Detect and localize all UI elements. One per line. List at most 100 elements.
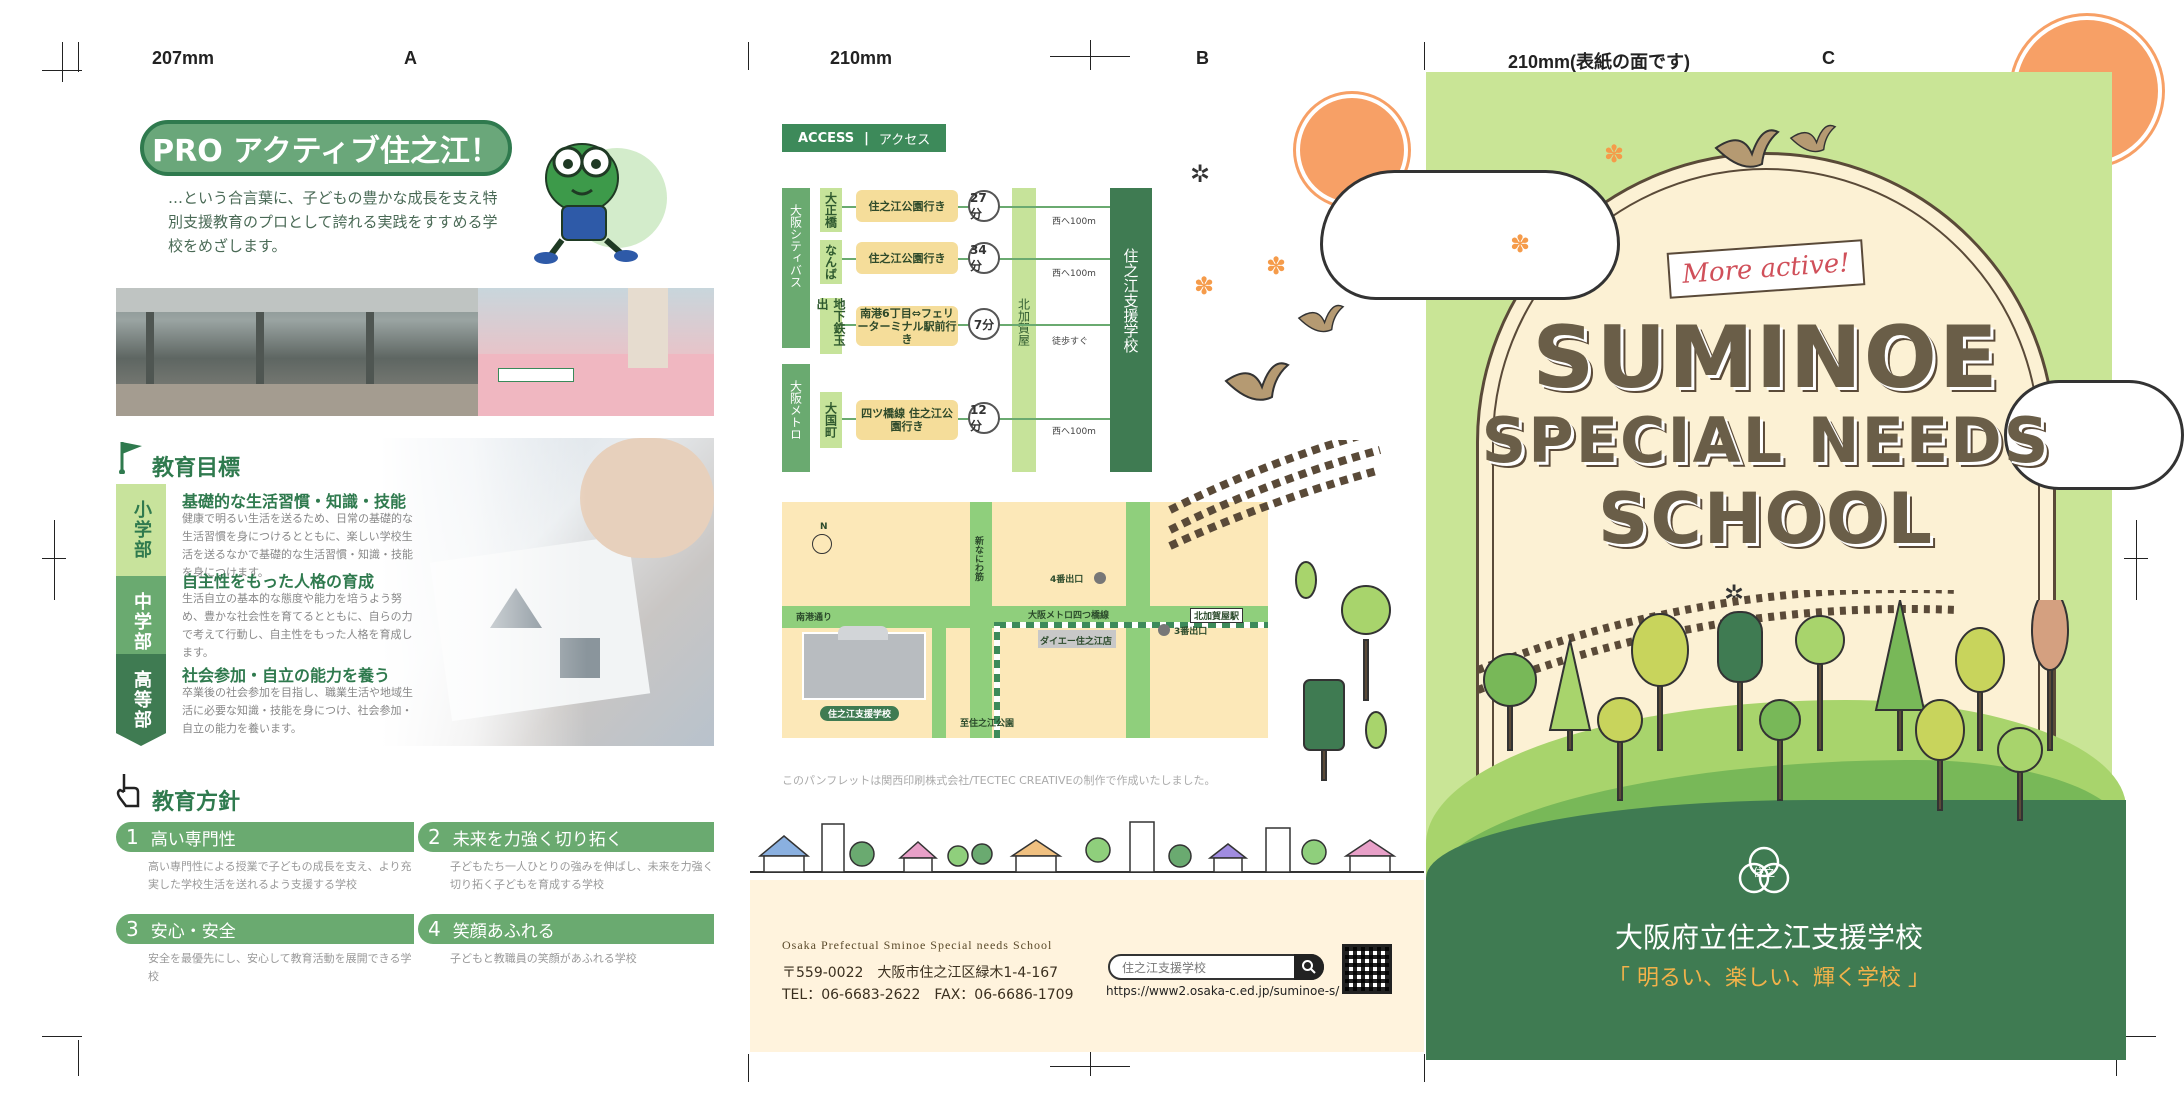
cover-title-suminoe: SUMINOE: [1532, 308, 2000, 408]
map-road-shin-naniwa: 新なにわ筋: [973, 536, 983, 581]
print-credit: このパンフレットは関西印刷株式会社/TECTEC CREATIVEの制作で作成い…: [782, 774, 1216, 787]
cloud-illustration-left: [1320, 170, 1620, 300]
metro-stop-daikokucho: 大国町: [820, 392, 842, 448]
bird-icon: [1224, 362, 1290, 401]
walk-distance-4: 西へ100m: [1052, 427, 1096, 437]
school-english-name: Osaka Prefectual Sminoe Special needs Sc…: [782, 938, 1053, 952]
side-mark: [2136, 520, 2137, 600]
access-tag: ACCESS | アクセス: [782, 124, 946, 152]
policy-text-4: 子どもと教職員の笑顔があふれる学校: [450, 952, 637, 965]
school-photos: [116, 288, 714, 416]
policy-number: 4: [428, 917, 441, 941]
policy-bar-4: 4 笑顔あふれる: [418, 914, 714, 944]
goal-text-1: 健康で明るい生活を送るため、日常の基礎的な生活習慣を身につけるとともに、楽しい学…: [182, 512, 413, 579]
school-emblem: 住之: [1738, 846, 1790, 894]
map-store: ダイエー住之江店: [1040, 637, 1112, 647]
bus-stop-taishobashi: 大正橋: [820, 188, 842, 232]
bird-icon: [1714, 129, 1780, 168]
school-name-jp: 大阪府立住之江支援学校: [1614, 921, 1923, 954]
policy-number: 3: [126, 917, 139, 941]
school-url[interactable]: https://www2.osaka-c.ed.jp/suminoe-s/: [1106, 984, 1340, 998]
policy-bar-1: 1 高い専門性: [116, 822, 414, 852]
panel-a-letter: A: [404, 48, 417, 68]
goal-text-2: 生活自立の基本的な態度や能力を培うよう努め、豊かな社会性を育てるとともに、自らの…: [182, 592, 413, 659]
panel-b-width-label: 210mm: [830, 48, 893, 68]
flower-icon: ✲: [1190, 160, 1211, 188]
hill-dark: [1426, 800, 2126, 1060]
policy-number: 1: [126, 825, 139, 849]
school-gate-photo: [478, 288, 714, 416]
bus-label: 大阪シティバス: [782, 188, 810, 348]
policy-bar-2: 2 未来を力強く切り拓く: [418, 822, 714, 852]
policy-text-1: 高い専門性による授業で子どもの成長を支え、より充実した学校生活を送れるよう支援す…: [148, 860, 412, 891]
panel-c-letter: C: [1822, 48, 1835, 68]
goal-heading-2: 自主性をもった人格の育成: [182, 572, 375, 591]
policy-label: 高い専門性: [150, 829, 236, 850]
bird-icon: [1789, 124, 1837, 153]
map-road-nanko: 南港通り: [796, 613, 833, 623]
policy-label: 未来を力強く切り拓く: [452, 829, 623, 850]
metro-route: 四ツ橋線 住之江公園行き: [856, 400, 958, 440]
fold-mark: [1424, 42, 1425, 70]
bus-stop-tamade: 地下鉄玉出: [815, 298, 846, 354]
level-tab-middle: 中学部: [116, 576, 166, 668]
goal-heading-3: 社会参加・自立の能力を養う: [182, 666, 391, 685]
level-tab-high: 高等部: [116, 654, 166, 746]
metro-label: 大阪メトロ: [782, 364, 810, 472]
policy-bar-3: 3 安心・安全: [116, 914, 414, 944]
crop-mark: [42, 1036, 82, 1037]
townscape-illustration: [750, 821, 1424, 873]
panel-c-width-label: 210mm(表紙の面です): [1508, 52, 1691, 72]
travel-time-1: 27分: [968, 190, 1000, 222]
policy-number: 2: [428, 825, 441, 849]
bus-stop-namba: なんば: [820, 240, 842, 284]
flower-icon: ✲: [1724, 580, 1745, 608]
bus-route-3: 南港6丁目⇔フェリーターミナル駅前行き: [856, 306, 958, 346]
emblem-text: 住之: [1753, 865, 1775, 879]
education-policy-title: 教育方針: [152, 790, 241, 815]
flower-icon: ✽: [1194, 272, 1215, 300]
travel-time-4: 12分: [968, 402, 1000, 434]
policy-label: 笑顔あふれる: [452, 921, 555, 942]
flower-icon: ✽: [1510, 230, 1531, 258]
pro-active-title: PRO アクティブ住之江！: [140, 120, 512, 176]
bus-route-1: 住之江公園行き: [856, 190, 958, 222]
access-map: N 新なにわ筋 南港通り 4番出口 3番出口 大阪メトロ四つ橋線 北加賀屋駅 ダ…: [782, 502, 1268, 738]
qr-code[interactable]: [1342, 944, 1392, 994]
school-building-photo: [116, 288, 478, 416]
school-address: 〒559-0022 大阪市住之江区緑木1-4-167 TEL：06-6683-2…: [782, 962, 1073, 1006]
flower-icon: ✽: [1266, 252, 1287, 280]
dot-wave-pattern: [1476, 590, 1959, 694]
map-park-direction: 至住之江公園: [960, 719, 1015, 729]
map-metro-line: 大阪メトロ四つ橋線: [1028, 611, 1110, 621]
phone-line: TEL：06-6683-2622 FAX：06-6686-1709: [782, 987, 1074, 1003]
goal-heading-1: 基礎的な生活習慣・知識・技能: [182, 492, 407, 511]
panel-a-width-label: 207mm: [152, 48, 215, 68]
panel-b-letter: B: [1196, 48, 1209, 68]
travel-time-2: 34分: [968, 242, 1000, 274]
mascot-illustration: [534, 143, 667, 264]
goal-text-3: 卒業後の社会参加を目指し、職業生活や地域生活に必要な知識・技能を身につけ、社会参…: [182, 686, 413, 735]
intro-text: …という合言葉に、子どもの豊かな成長を支え特別支援教育のプロとして誇れる実践をす…: [168, 189, 498, 255]
policy-text-3: 安全を最優先にし、安心して教育活動を展開できる学校: [148, 952, 412, 983]
search-box[interactable]: 住之江支援学校: [1108, 954, 1324, 980]
bird-icon: [1297, 304, 1345, 333]
station-label: 北加賀屋: [1012, 188, 1036, 472]
cloud-illustration-right: [2004, 380, 2184, 490]
search-button[interactable]: [1294, 954, 1324, 980]
map-exit-4: 4番出口: [1050, 575, 1084, 585]
policy-label: 安心・安全: [150, 921, 236, 942]
search-text: 住之江支援学校: [1122, 960, 1207, 975]
fold-mark: [748, 1054, 749, 1082]
education-goals-title: 教育目標: [152, 456, 241, 481]
walk-distance-2: 西へ100m: [1052, 269, 1096, 279]
access-en: ACCESS: [798, 130, 855, 146]
crop-mark: [78, 42, 79, 72]
tree-illustration: [1295, 561, 1391, 781]
address-line: 〒559-0022 大阪市住之江区緑木1-4-167: [782, 965, 1059, 981]
pointing-hand-icon: [116, 774, 140, 808]
access-jp: アクセス: [878, 132, 931, 148]
map-school: 住之江支援学校: [820, 706, 900, 721]
fold-mark: [1090, 40, 1091, 70]
tree-illustration: [1483, 600, 2069, 821]
